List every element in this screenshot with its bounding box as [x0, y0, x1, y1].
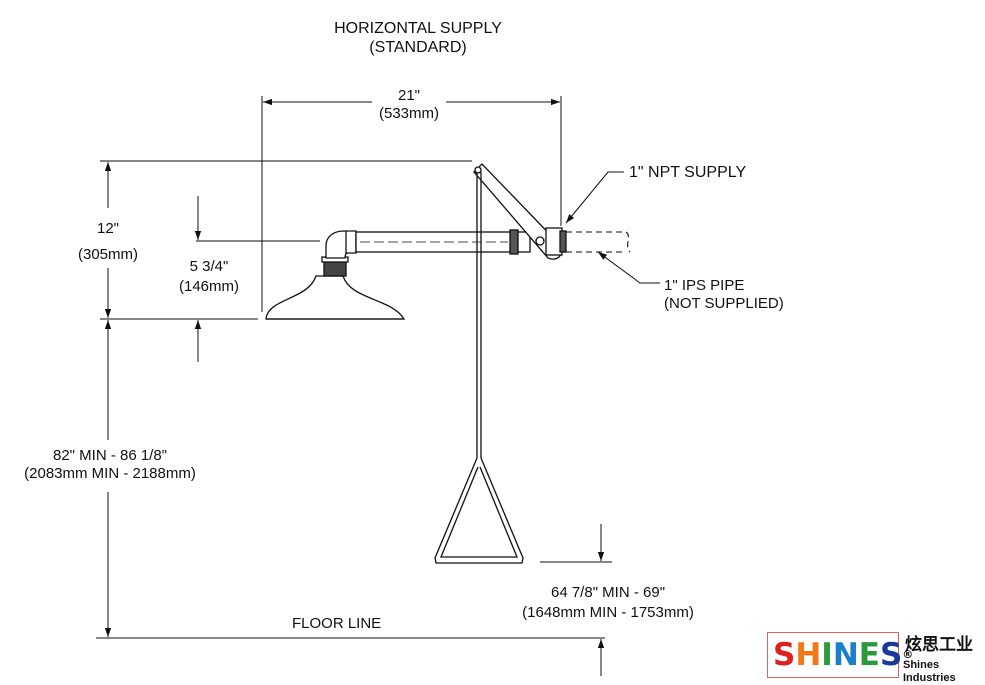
- total-height-dimension-label: 82" MIN - 86 1/8" (2083mm MIN - 2188mm): [10, 447, 210, 483]
- height-top-metric: (305mm): [77, 246, 138, 263]
- pipe-callout: 1" IPS PIPE (NOT SUPPLIED): [664, 277, 784, 313]
- width-metric: (533mm): [378, 105, 439, 122]
- valve-lever: [473, 163, 567, 260]
- height-top-dimension-label: 12" (305mm): [68, 220, 148, 264]
- pipe-leader: [597, 251, 660, 284]
- logo-chinese-name: 炫思工业: [905, 635, 973, 655]
- floor-line-label: FLOOR LINE: [292, 615, 382, 632]
- head-drop-dimension-label: 5 3/4" (146mm): [165, 258, 253, 296]
- logo-letter: S: [773, 637, 796, 673]
- pull-height-metric: (1648mm MIN - 1753mm): [522, 604, 694, 621]
- pull-height-dimension-label: 64 7/8" MIN - 69" (1648mm MIN - 1753mm): [508, 584, 708, 622]
- supply-pipe-dashed: [566, 231, 631, 253]
- logo-wordmark: SHINES®: [773, 636, 913, 674]
- supply-callout: 1" NPT SUPPLY: [629, 164, 747, 181]
- head-drop-imperial: 5 3/4": [189, 258, 229, 275]
- logo-letter: I: [821, 637, 833, 673]
- logo-registered-mark: ®: [902, 648, 914, 661]
- head-drop-metric: (146mm): [178, 278, 239, 295]
- extension-lines: [96, 96, 612, 639]
- logo-english-name: Shines Industries: [903, 659, 956, 684]
- diagram-title: HORIZONTAL SUPPLY (STANDARD): [308, 19, 528, 57]
- pull-height-imperial: 64 7/8" MIN - 69": [550, 584, 666, 601]
- shower-head: [265, 256, 406, 320]
- shines-logo: SHINES® 炫思工业 Shines Industries: [767, 632, 983, 684]
- dimension-arrows: [104, 98, 605, 676]
- pipe-callout-line-1: 1" IPS PIPE: [664, 277, 745, 294]
- title-line-1: HORIZONTAL SUPPLY: [334, 20, 502, 37]
- width-dimension-label: 21" (533mm): [364, 87, 454, 123]
- title-line-2: (STANDARD): [369, 39, 467, 56]
- leader-lines: [565, 171, 660, 284]
- pipe-callout-line-2: (NOT SUPPLIED): [664, 295, 784, 312]
- supply-leader: [565, 171, 624, 224]
- logo-letter: N: [832, 637, 859, 673]
- logo-letter: E: [858, 637, 880, 673]
- logo-letter: H: [795, 637, 822, 673]
- pull-rod-handle: [434, 172, 524, 564]
- total-height-metric: (2083mm MIN - 2188mm): [24, 465, 196, 482]
- logo-box: SHINES®: [767, 632, 913, 678]
- logo-letter: S: [879, 637, 903, 673]
- height-top-imperial: 12": [96, 220, 119, 237]
- total-height-imperial: 82" MIN - 86 1/8": [52, 447, 168, 464]
- pipe-elbow: [325, 230, 357, 259]
- horizontal-pipe: [355, 229, 531, 255]
- width-imperial: 21": [397, 87, 420, 104]
